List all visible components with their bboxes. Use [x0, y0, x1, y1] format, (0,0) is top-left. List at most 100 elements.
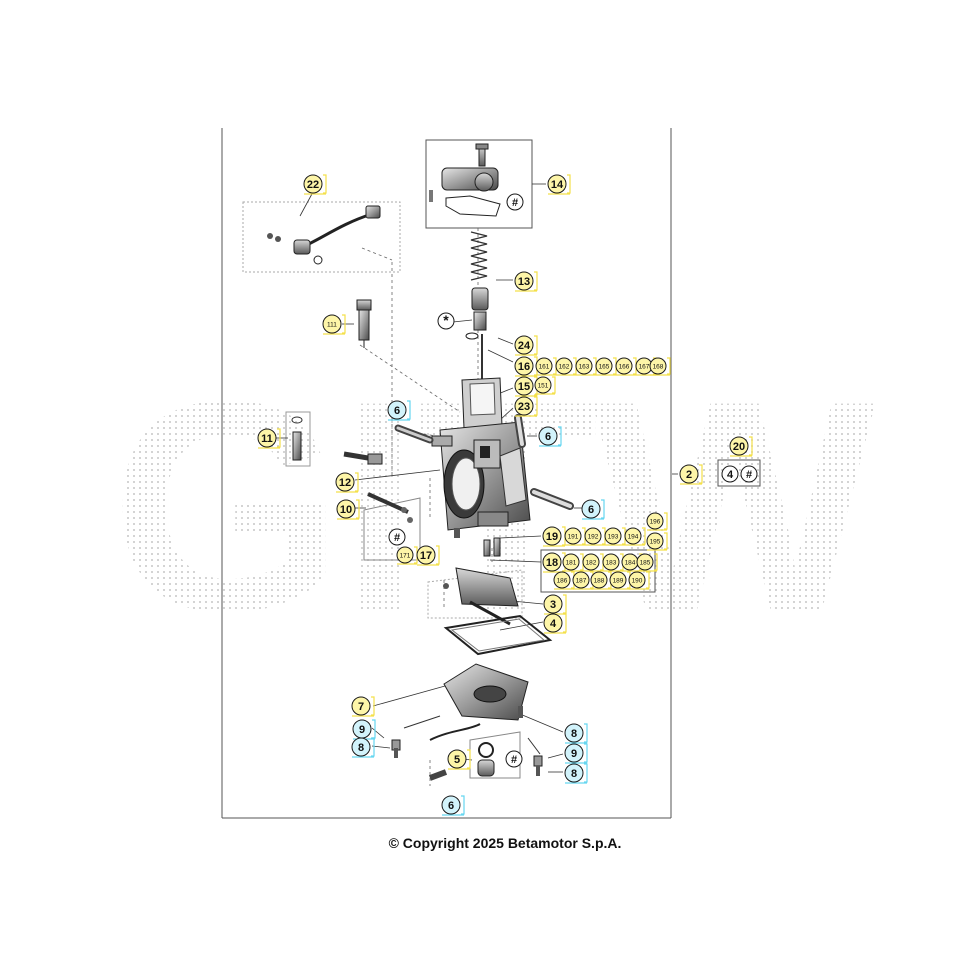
callout-8[interactable]: 8	[564, 723, 588, 744]
callout-151[interactable]: 151	[534, 376, 556, 395]
screw-box	[285, 411, 311, 467]
callout-label: 19	[546, 531, 558, 543]
callout-14[interactable]: 14	[547, 174, 571, 195]
callout-188[interactable]: 188	[590, 571, 612, 590]
callout-168[interactable]: 168	[649, 357, 671, 376]
callout-9[interactable]: 9	[352, 719, 376, 740]
slide-spring	[470, 231, 488, 281]
callout-label: #	[511, 754, 517, 766]
callout-186[interactable]: 186	[553, 571, 575, 590]
callout-circle	[615, 357, 633, 375]
callout-20[interactable]: 20	[729, 436, 753, 457]
callout-circle	[303, 174, 323, 194]
callout-circle	[646, 532, 664, 550]
callout-13[interactable]: 13	[514, 271, 538, 292]
callout-6[interactable]: 6	[538, 426, 562, 447]
callout-circle	[721, 465, 739, 483]
callout-3[interactable]: 3	[543, 594, 567, 615]
callout-label: 161	[539, 364, 550, 371]
callout-circle	[555, 357, 573, 375]
callout-circle	[564, 527, 582, 545]
callout-circle	[514, 271, 534, 291]
callout-circle	[336, 499, 356, 519]
callout-6[interactable]: 6	[581, 499, 605, 520]
callout-16[interactable]: 16	[514, 356, 538, 377]
callout-circle	[534, 376, 552, 394]
callout-bracket	[730, 436, 753, 457]
callout-bracket	[647, 532, 668, 551]
callout-label: 111	[327, 322, 337, 329]
callout-195[interactable]: 195	[646, 532, 668, 551]
callout-label: 6	[588, 504, 594, 516]
callout-22[interactable]: 22	[303, 174, 327, 195]
callout-circle	[351, 696, 371, 716]
diagram-frame	[221, 128, 672, 819]
callout-196[interactable]: 196	[646, 512, 668, 531]
callout-label: 6	[448, 800, 454, 812]
callout-12[interactable]: 12	[335, 472, 359, 493]
callout-111[interactable]: 111	[322, 314, 346, 335]
callout-label: 186	[557, 578, 568, 585]
callout-11[interactable]: 11	[257, 428, 281, 449]
callout-189[interactable]: 189	[609, 571, 631, 590]
callout-10[interactable]: 10	[336, 499, 360, 520]
float-bowl	[443, 663, 529, 721]
drain-parts	[391, 715, 543, 781]
callout-18[interactable]: 18	[542, 552, 566, 573]
callout-24[interactable]: 24	[514, 335, 538, 356]
callout-circle	[535, 357, 553, 375]
callout-19[interactable]: 19	[542, 526, 566, 547]
callout-label: 9	[359, 724, 365, 736]
callout-190[interactable]: 190	[628, 571, 650, 590]
callout-2[interactable]: 2	[679, 464, 703, 485]
callout-9[interactable]: 9	[564, 743, 588, 764]
callout-circle	[595, 357, 613, 375]
callout-label: 5	[454, 754, 460, 766]
callout-4[interactable]: 4	[721, 465, 739, 483]
callout-4[interactable]: 4	[543, 613, 567, 634]
callout-hash[interactable]: #	[740, 465, 758, 483]
callout-asterisk[interactable]: *	[437, 312, 455, 330]
callout-circle	[543, 613, 563, 633]
callout-circle	[396, 546, 414, 564]
callout-23[interactable]: 23	[514, 396, 538, 417]
callout-6[interactable]: 6	[387, 400, 411, 421]
callout-circle	[582, 553, 600, 571]
callout-185[interactable]: 185	[636, 553, 658, 572]
callout-17[interactable]: 17	[416, 545, 440, 566]
callout-7[interactable]: 7	[351, 696, 375, 717]
callout-171[interactable]: 171	[396, 546, 418, 565]
callout-5[interactable]: 5	[447, 749, 471, 770]
callout-label: #	[746, 469, 752, 481]
callout-hash[interactable]: #	[506, 193, 524, 211]
callout-181[interactable]: 181	[562, 553, 584, 572]
callout-circle	[543, 594, 563, 614]
callout-bracket	[442, 795, 465, 816]
callout-183[interactable]: 183	[602, 553, 624, 572]
callout-bracket	[582, 499, 605, 520]
callout-193[interactable]: 193	[604, 527, 626, 546]
callout-hash[interactable]: #	[388, 528, 406, 546]
callout-bracket	[544, 613, 567, 634]
callout-163[interactable]: 163	[575, 357, 597, 376]
callout-label: 196	[650, 519, 661, 526]
callout-15[interactable]: 15	[514, 376, 538, 397]
callout-8[interactable]: 8	[351, 737, 375, 758]
callout-circle	[538, 426, 558, 446]
callout-194[interactable]: 194	[624, 527, 646, 546]
callout-184[interactable]: 184	[621, 553, 643, 572]
callout-label: 192	[588, 534, 599, 541]
jets	[454, 528, 501, 557]
callout-8[interactable]: 8	[564, 763, 588, 784]
callout-6[interactable]: 6	[441, 795, 465, 816]
parts	[267, 143, 574, 781]
callout-bracket	[647, 512, 668, 531]
callout-bracket	[637, 553, 658, 572]
callout-circle	[604, 527, 622, 545]
callout-label: 9	[571, 748, 577, 760]
callout-hash[interactable]: #	[505, 750, 523, 768]
callout-161[interactable]: 161	[535, 357, 557, 376]
callout-circle	[636, 553, 654, 571]
callout-bracket	[565, 743, 588, 764]
